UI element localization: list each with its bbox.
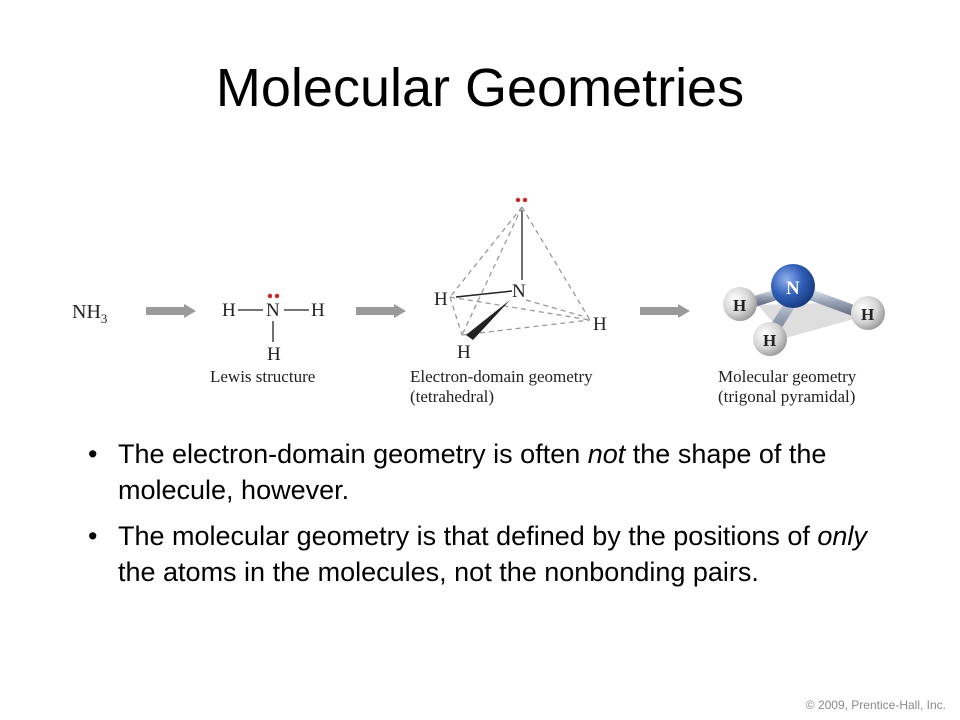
- bullet-item: •The electron-domain geometry is often n…: [88, 436, 888, 508]
- lone-pair-dot: [267, 293, 273, 299]
- electron-domain-sublabel: (tetrahedral): [410, 387, 494, 406]
- molecular-geometry-label: Molecular geometry: [718, 367, 857, 386]
- hydrogen-atom: [753, 322, 787, 356]
- copyright-notice: © 2009, Prentice-Hall, Inc.: [805, 698, 946, 712]
- electron-domain-geometry: N H H H Electron-domain geometry (tetrah…: [410, 197, 607, 406]
- lone-pair-dot: [274, 293, 280, 299]
- nitrogen-atom: [771, 264, 815, 308]
- lone-pair-dot: [522, 197, 528, 203]
- model-h-left: H: [733, 296, 746, 315]
- molecular-geometry-sublabel: (trigonal pyramidal): [718, 387, 855, 406]
- lewis-structure-label: Lewis structure: [210, 367, 315, 386]
- lewis-h-right: H: [311, 300, 325, 321]
- lone-pair-dot: [515, 197, 521, 203]
- model-h-right: H: [861, 305, 874, 324]
- arrow-1: [146, 304, 196, 318]
- bullet-dot: •: [88, 521, 98, 551]
- tetrahedral-h-bottom: H: [457, 342, 471, 363]
- lewis-h-bottom: H: [267, 344, 281, 365]
- bullet-item: •The molecular geometry is that defined …: [88, 518, 888, 590]
- model-n: N: [786, 278, 800, 299]
- model-h-bottom: H: [763, 331, 776, 350]
- arrow-2: [356, 304, 406, 318]
- lewis-structure: H N H H Lewis structure: [210, 293, 325, 386]
- slide-title: Molecular Geometries: [215, 58, 745, 118]
- tetrahedral-h-right: H: [593, 314, 607, 335]
- lewis-n: N: [266, 300, 280, 321]
- tetrahedral-n: N: [512, 281, 526, 302]
- molecular-geometry-model: N H H H Molecular geometry (trigonal pyr…: [718, 264, 885, 406]
- nh3-geometry-diagram: NH3 H N H H Lewis structure: [72, 197, 885, 406]
- bullet-dot: •: [88, 439, 98, 469]
- hydrogen-atom: [723, 287, 757, 321]
- electron-domain-label: Electron-domain geometry: [410, 367, 593, 386]
- lewis-h-left: H: [222, 300, 236, 321]
- hydrogen-atom: [851, 296, 885, 330]
- nh3-formula: NH3: [72, 301, 107, 326]
- tetrahedral-h-left: H: [434, 289, 448, 310]
- arrow-3: [640, 304, 690, 318]
- bullet-list: •The electron-domain geometry is often n…: [88, 436, 888, 600]
